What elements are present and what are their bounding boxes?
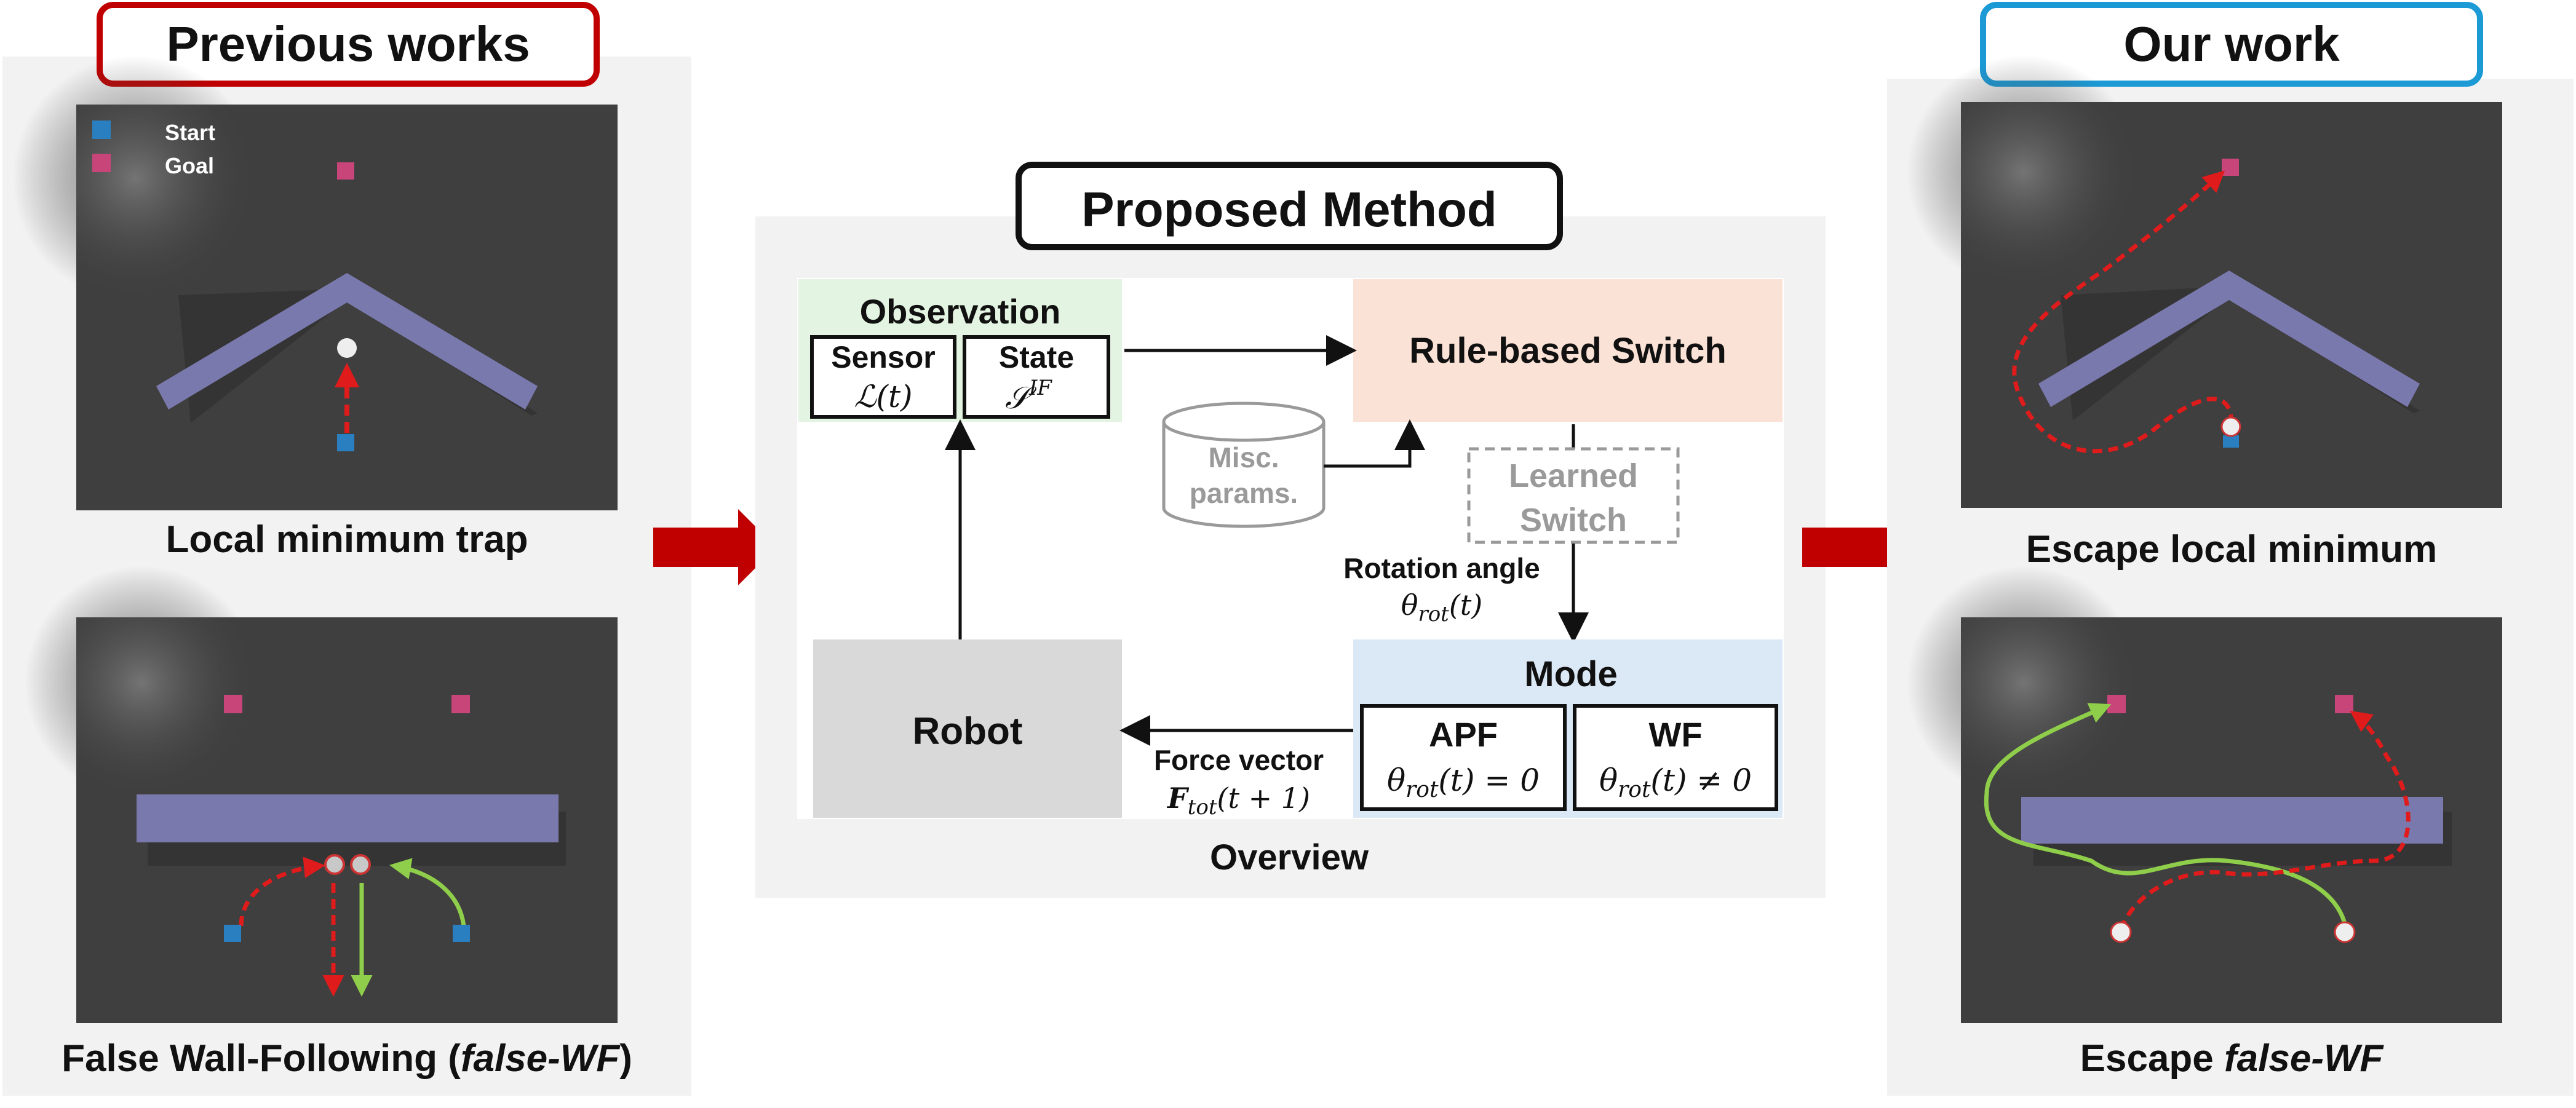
scene-false-wall-following xyxy=(25,566,618,1023)
rotation-angle-formula: θrot(t) xyxy=(1401,588,1482,627)
robot-marker xyxy=(337,338,357,358)
sensor-box xyxy=(810,335,956,419)
learned-switch-label-line1: Learned xyxy=(1509,457,1638,494)
scene-escape-false-wf xyxy=(1907,566,2502,1023)
rotation-angle-label: Rotation angle xyxy=(1343,552,1540,584)
caption-escape-false-wf: Escape false-WF xyxy=(2080,1037,2385,1080)
goal-marker-left xyxy=(2107,695,2126,713)
state-label: State xyxy=(999,340,1074,374)
mode-label: Mode xyxy=(1524,654,1617,694)
robot-marker-left xyxy=(324,854,345,875)
start-marker xyxy=(2223,435,2239,448)
apf-box xyxy=(1360,704,1567,811)
goal-marker xyxy=(2222,159,2239,176)
green-path-right xyxy=(389,858,466,927)
our-work-title: Our work xyxy=(2123,17,2340,71)
proposed-method-title: Proposed Method xyxy=(1081,182,1497,237)
start-marker-left xyxy=(224,925,241,942)
legend-start-label: Start xyxy=(165,120,215,145)
robot-marker-right xyxy=(350,854,371,875)
flow-arrow-left xyxy=(653,509,776,585)
goal-marker-right xyxy=(2335,695,2353,713)
apf-formula: θrot(t) = 0 xyxy=(1387,762,1540,802)
our-work-header-box xyxy=(1980,2,2483,87)
apf-label: APF xyxy=(1429,715,1498,754)
v-shaped-wall xyxy=(156,273,538,410)
proposed-method-panel: Proposed Method Observation Sensor ℒ(t) … xyxy=(755,162,1826,898)
straight-wall xyxy=(137,794,559,842)
previous-works-header-box xyxy=(97,2,600,87)
goal-marker xyxy=(337,162,354,180)
start-marker xyxy=(337,434,354,451)
caption-local-minimum-trap: Local minimum trap xyxy=(165,518,528,561)
robot-marker-right xyxy=(2334,921,2356,943)
misc-params-cylinder: Misc. params. xyxy=(1162,402,1326,528)
start-marker-right xyxy=(453,925,470,942)
legend-goal-label: Goal xyxy=(165,153,214,178)
force-vector-formula: Ftot(t + 1) xyxy=(1166,782,1310,820)
rule-based-switch-label: Rule-based Switch xyxy=(1409,331,1727,371)
robot-marker xyxy=(2220,416,2241,437)
sensor-formula: ℒ(t) xyxy=(854,379,912,414)
robot-marker-left xyxy=(2110,921,2132,943)
straight-wall xyxy=(2021,797,2443,844)
red-path-left xyxy=(239,857,325,927)
force-vector-label: Force vector xyxy=(1154,744,1324,776)
rule-based-switch-block xyxy=(1353,279,1783,422)
legend-start-marker xyxy=(92,121,111,139)
escape-path xyxy=(2012,170,2234,454)
scene-escape-local-minimum xyxy=(1907,55,2502,508)
our-work-panel: Our work Escape local minimum xyxy=(1887,2,2574,1096)
sensor-label: Sensor xyxy=(831,340,936,374)
wf-box xyxy=(1573,704,1778,811)
caption-escape-local-minimum: Escape local minimum xyxy=(2026,528,2437,571)
wf-formula: θrot(t) ≠ 0 xyxy=(1599,762,1752,802)
caption-false-wall-following: False Wall-Following (false-WF) xyxy=(62,1037,632,1080)
observation-label: Observation xyxy=(860,292,1061,331)
goal-marker-right xyxy=(451,695,470,713)
previous-works-title: Previous works xyxy=(166,17,530,71)
overview-caption: Overview xyxy=(1210,837,1369,877)
misc-params-label-line1: Misc. xyxy=(1208,441,1279,473)
learned-switch-label-line2: Switch xyxy=(1520,502,1627,539)
state-box xyxy=(963,335,1110,419)
red-escape-path xyxy=(2118,710,2411,931)
misc-params-label-line2: params. xyxy=(1190,477,1298,509)
arrow-misc-to-switch xyxy=(1324,419,1425,468)
wf-label: WF xyxy=(1648,715,1702,754)
previous-works-panel: Previous works Start Goal Local minimum … xyxy=(2,2,691,1096)
legend-goal-marker xyxy=(92,154,111,172)
robot-block xyxy=(813,639,1122,818)
proposed-method-header-box xyxy=(1016,162,1563,250)
goal-marker-left xyxy=(224,695,242,713)
robot-label: Robot xyxy=(912,710,1022,753)
v-shaped-wall xyxy=(2038,271,2420,407)
learned-switch-box xyxy=(1467,447,1680,544)
scene-local-minimum-trap: Start Goal xyxy=(12,55,618,510)
